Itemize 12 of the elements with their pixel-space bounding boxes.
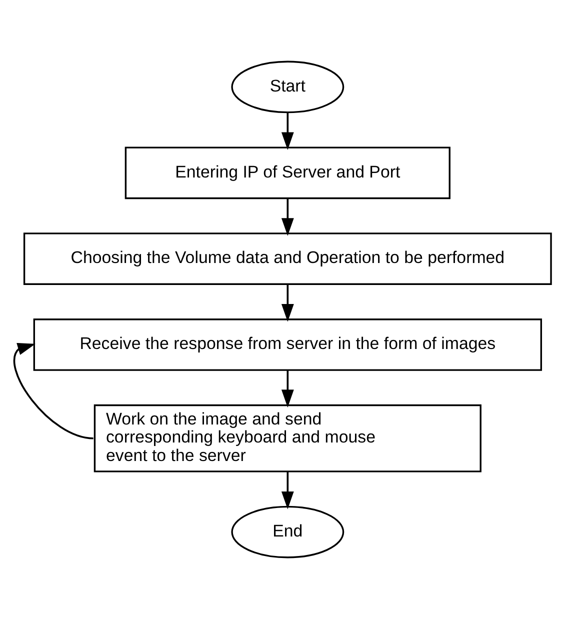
node-box: Entering IP of Server and Port (124, 146, 450, 200)
node-box: Work on the image and send corresponding keyboard and mouse event to the server (94, 404, 482, 472)
arrow (281, 472, 294, 510)
node-box: Receive the response from server in the form of images (33, 318, 542, 371)
arrow (13, 342, 94, 440)
arrow (281, 370, 294, 408)
node-box: Choosing the Volume data and Operation to be performed (23, 232, 552, 285)
arrow (281, 112, 294, 150)
arrow (281, 284, 294, 322)
node-ellipse: End (231, 506, 344, 558)
node-ellipse: Start (231, 60, 344, 114)
arrow (281, 198, 294, 236)
